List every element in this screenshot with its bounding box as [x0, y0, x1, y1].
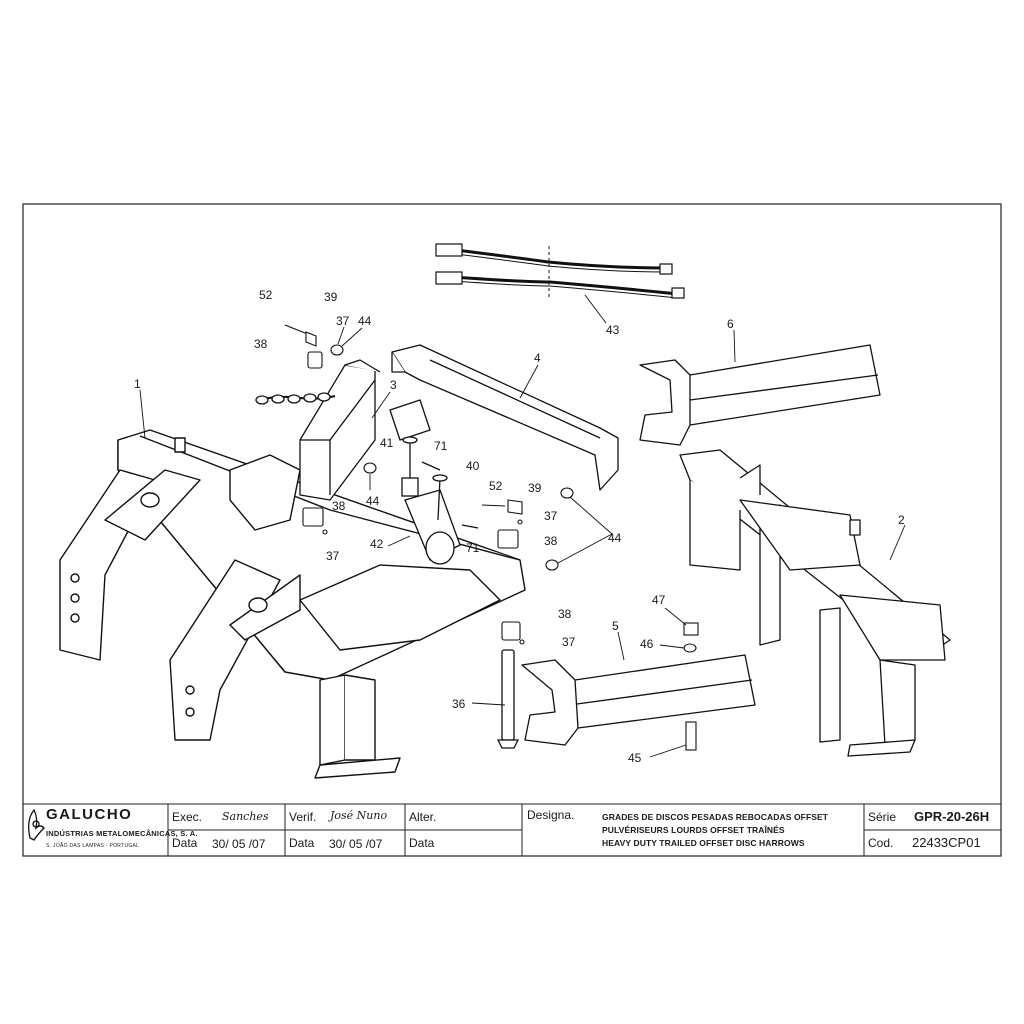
callout-39-b: 39 [528, 481, 542, 495]
exec-data-label: Data [172, 836, 198, 850]
part-4-arm [389, 344, 619, 491]
hydraulic-hoses [435, 243, 685, 300]
serie-label: Série [868, 810, 897, 824]
sheet-border [22, 203, 1002, 857]
part-6-beam [639, 344, 881, 446]
callout-44-a: 44 [358, 314, 372, 328]
verif-date: 30/ 05 /07 [329, 837, 383, 851]
callout-1: 1 [134, 377, 141, 391]
callout-44-c: 44 [608, 531, 622, 545]
verif-label: Verif. [289, 810, 317, 824]
cod-label: Cod. [868, 836, 894, 850]
designa-label: Designa. [527, 808, 575, 822]
exec-date: 30/ 05 /07 [212, 837, 266, 851]
company-name: GALUCHO [46, 806, 133, 823]
small-parts-center [481, 487, 699, 751]
callout-40: 40 [466, 459, 480, 473]
callout-38-a: 38 [254, 337, 268, 351]
callout-47: 47 [652, 593, 666, 607]
company-subtitle: INDÚSTRIAS METALOMECÂNICAS, S. A. [46, 829, 198, 838]
callouts: 1 2 3 4 5 6 36 37 37 37 37 38 38 38 38 3… [134, 288, 905, 765]
callout-5: 5 [612, 619, 619, 633]
exec-label: Exec. [172, 810, 203, 824]
designation-fr: PULVÉRISEURS LOURDS OFFSET TRAÎNÉS [602, 825, 785, 835]
callout-38-d: 38 [558, 607, 572, 621]
leader-lines [139, 294, 906, 758]
exec-signature: Sanches [222, 810, 269, 823]
callout-37-b: 37 [326, 549, 340, 563]
callout-3: 3 [390, 378, 397, 392]
callout-37-c: 37 [544, 509, 558, 523]
callout-38-c: 38 [544, 534, 558, 548]
company-address: S. JOÃO DAS LAMPAS - PORTUGAL [46, 843, 140, 849]
cod-value: 22433CP01 [912, 835, 981, 850]
callout-42: 42 [370, 537, 384, 551]
part-2-assembly [679, 449, 951, 757]
verif-data-label: Data [289, 836, 315, 850]
pin-36 [496, 649, 520, 749]
part-3-bracket [255, 359, 381, 501]
small-parts-top-left [284, 324, 377, 535]
alter-label: Alter. [409, 810, 437, 824]
alter-data-label: Data [409, 836, 435, 850]
callout-6: 6 [727, 317, 734, 331]
main-frame [59, 429, 526, 779]
designation-pt: GRADES DE DISCOS PESADAS REBOCADAS OFFSE… [602, 812, 829, 822]
verif-signature: José Nuno [330, 809, 388, 822]
callout-46: 46 [640, 637, 654, 651]
designation-en: HEAVY DUTY TRAILED OFFSET DISC HARROWS [602, 838, 805, 848]
callout-36: 36 [452, 697, 466, 711]
callout-38-b: 38 [332, 499, 346, 513]
cylinder-42 [401, 436, 479, 565]
callout-71-a: 71 [434, 439, 448, 453]
callout-71-b: 71 [466, 541, 480, 555]
callout-2: 2 [898, 513, 905, 527]
callout-52-a: 52 [259, 288, 273, 302]
callout-45: 45 [628, 751, 642, 765]
callout-4: 4 [534, 351, 541, 365]
callout-43: 43 [606, 323, 620, 337]
callout-44-b: 44 [366, 494, 380, 508]
callout-52-b: 52 [489, 479, 503, 493]
callout-37-d: 37 [562, 635, 576, 649]
galucho-logo-icon [28, 808, 45, 841]
callout-37-a: 37 [336, 314, 350, 328]
part-5-beam [521, 654, 756, 746]
callout-41: 41 [380, 436, 394, 450]
callout-39-a: 39 [324, 290, 338, 304]
title-block-grid [23, 803, 1001, 856]
serie-value: GPR-20-26H [914, 809, 990, 824]
